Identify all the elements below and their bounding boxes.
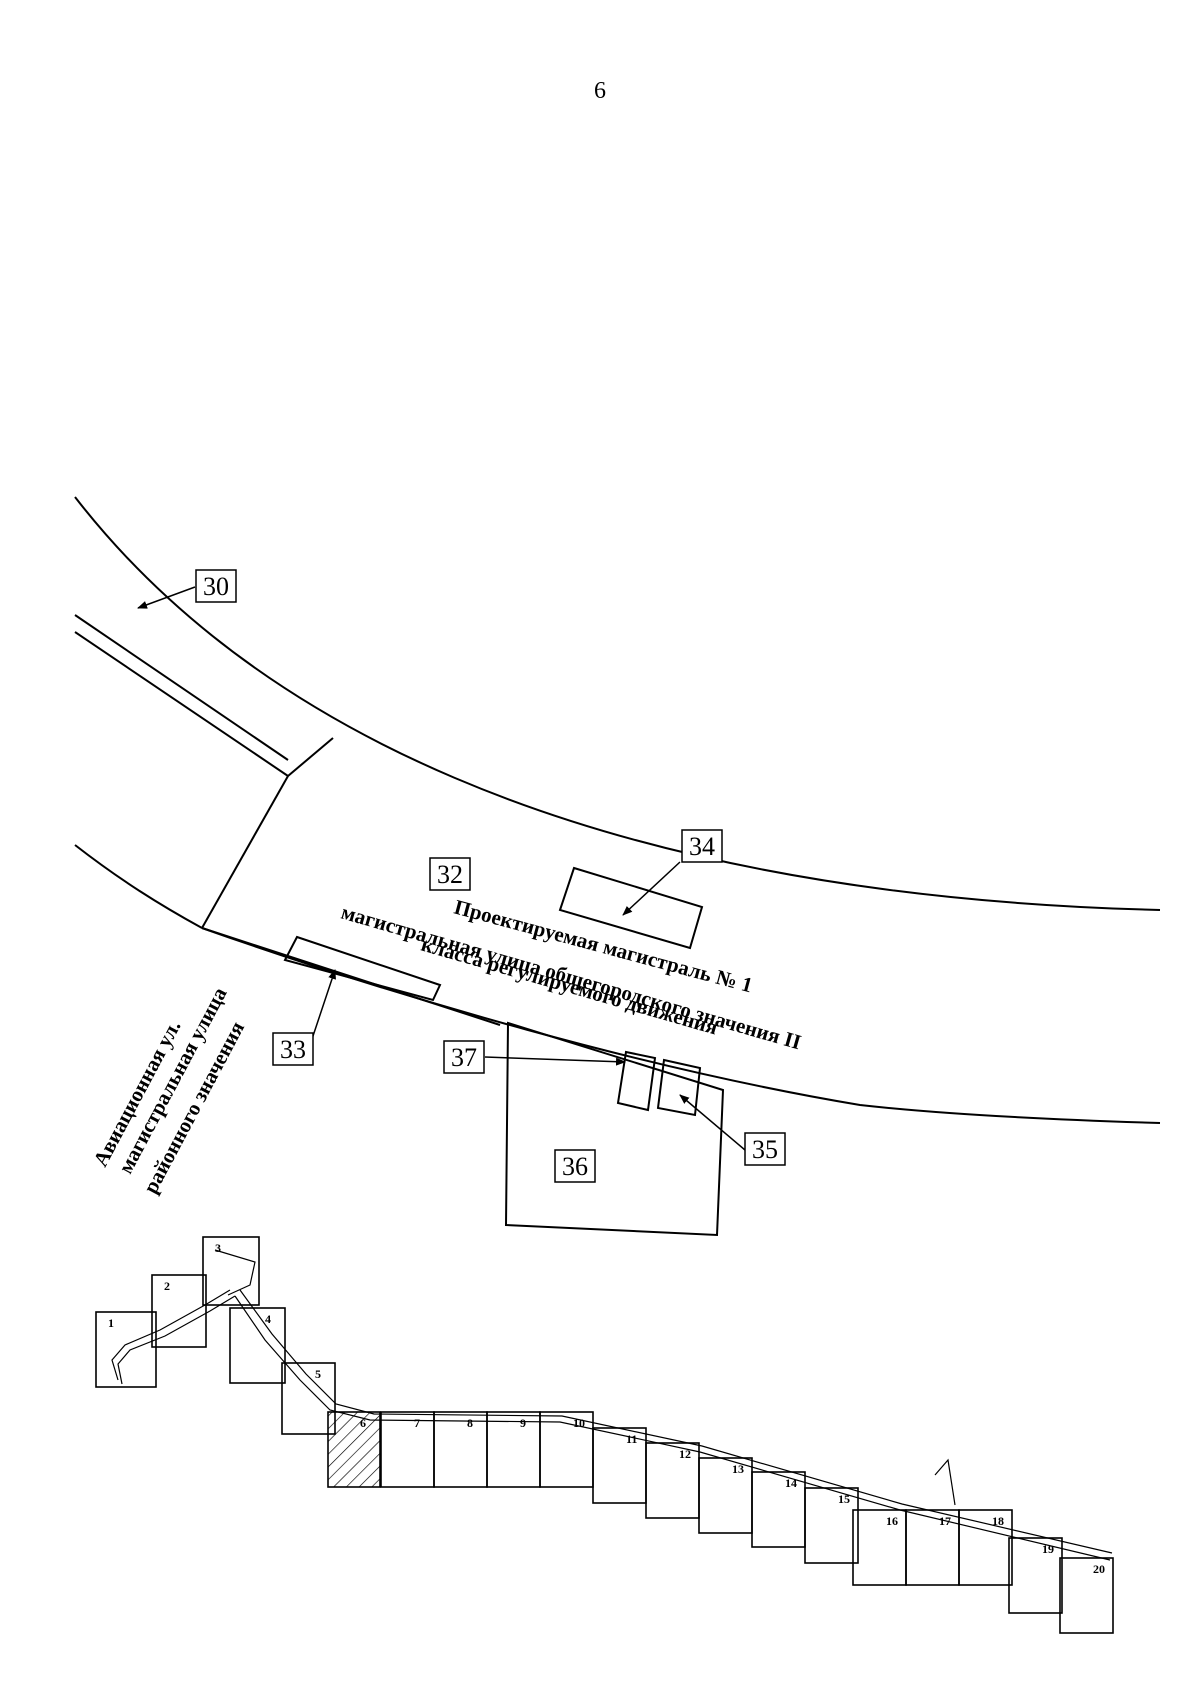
sheet-label-18: 18 — [992, 1514, 1004, 1528]
sheet-20 — [1059, 1557, 1114, 1634]
sheet-label-10: 10 — [573, 1416, 585, 1430]
sheet-4 — [229, 1307, 286, 1384]
block-36 — [504, 1021, 725, 1237]
main-road-outer-edge — [74, 496, 1161, 911]
arrow-33 — [309, 969, 336, 1046]
sheet-label-8: 8 — [467, 1416, 473, 1430]
sheet-label-4: 4 — [265, 1312, 271, 1326]
callout-33: 33 — [272, 1032, 314, 1066]
sheet-16 — [852, 1509, 907, 1586]
sheet-label-1: 1 — [108, 1316, 114, 1330]
sheet-9 — [486, 1411, 541, 1488]
separator-line — [201, 775, 289, 929]
block-37 — [616, 1050, 657, 1112]
callout-36: 36 — [554, 1149, 596, 1183]
sheet-15 — [804, 1487, 859, 1564]
side-street-label: Авиационная ул. магистральная улица райо… — [88, 983, 249, 1198]
block-35 — [656, 1058, 702, 1117]
svg-text:36: 36 — [562, 1152, 588, 1181]
sheet-18 — [958, 1509, 1013, 1586]
sheet-label-15: 15 — [838, 1492, 850, 1506]
sheet-14 — [751, 1471, 806, 1548]
block-34 — [558, 866, 704, 950]
sheet-label-16: 16 — [886, 1514, 898, 1528]
sheet-label-19: 19 — [1042, 1542, 1054, 1556]
sheet-label-14: 14 — [785, 1476, 797, 1490]
svg-text:35: 35 — [752, 1135, 778, 1164]
callout-37: 37 — [443, 1040, 485, 1074]
block-33 — [283, 935, 442, 1002]
page-number: 6 — [594, 78, 606, 104]
side-street-line-b — [74, 631, 289, 777]
sheet-12 — [645, 1442, 700, 1519]
sheet-19 — [1008, 1537, 1063, 1614]
sheet-label-7: 7 — [414, 1416, 420, 1430]
sheet-label-5: 5 — [315, 1367, 321, 1381]
svg-text:30: 30 — [203, 572, 229, 601]
callout-35: 35 — [744, 1132, 786, 1166]
inner-curve-edge — [74, 844, 203, 929]
sheet-label-9: 9 — [520, 1416, 526, 1430]
index-route — [111, 1249, 1113, 1561]
sheet-label-13: 13 — [732, 1462, 744, 1476]
arrow-35 — [679, 1094, 746, 1151]
sheet-label-17: 17 — [939, 1514, 951, 1528]
arrow-34 — [622, 861, 681, 916]
sheet-label-11: 11 — [626, 1432, 637, 1446]
callout-32: 32 — [429, 857, 471, 891]
sheet-1 — [95, 1311, 157, 1388]
sheet-label-6: 6 — [360, 1416, 366, 1430]
side-street-line-a — [74, 614, 289, 761]
sheet-3 — [202, 1236, 260, 1306]
svg-text:37: 37 — [451, 1043, 477, 1072]
sheet-5 — [281, 1362, 336, 1435]
svg-text:34: 34 — [689, 832, 715, 861]
svg-text:33: 33 — [280, 1035, 306, 1064]
svg-text:32: 32 — [437, 860, 463, 889]
sheet-13 — [698, 1457, 753, 1534]
callout-30: 30 — [195, 569, 237, 603]
sheet-label-20: 20 — [1093, 1562, 1105, 1576]
callout-34: 34 — [681, 829, 723, 863]
sheet-17 — [905, 1509, 960, 1586]
sheet-6 — [327, 1411, 381, 1488]
sheet-label-12: 12 — [679, 1447, 691, 1461]
side-street-end — [287, 737, 334, 777]
arrow-30 — [137, 586, 196, 609]
sheet-label-2: 2 — [164, 1279, 170, 1293]
sheet-2 — [151, 1274, 207, 1348]
sheet-label-3: 3 — [215, 1241, 221, 1255]
sheet-8 — [433, 1411, 488, 1488]
road-inner-line — [201, 927, 501, 1026]
arrow-37 — [484, 1056, 626, 1066]
sheet-7 — [380, 1411, 435, 1488]
